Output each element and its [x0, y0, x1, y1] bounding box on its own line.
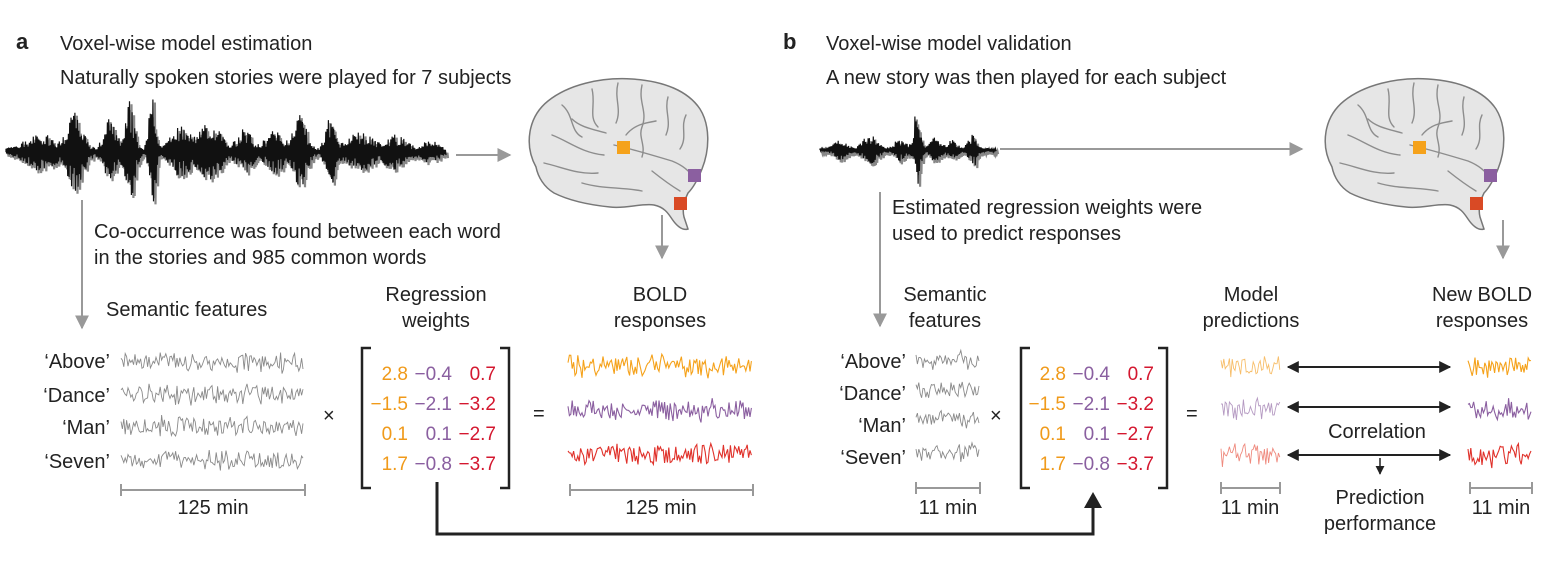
weights-transfer-arrowhead	[1084, 492, 1102, 508]
word-man: ‘Man’	[62, 417, 110, 439]
matrix-b-weight-r3-c1: −0.8	[1072, 454, 1110, 475]
bold-label-1: BOLD	[632, 284, 688, 306]
prediction-label-2: performance	[1323, 513, 1437, 535]
matrix-a-weight-r0-c0: 2.8	[381, 364, 408, 385]
prediction-label-1: Prediction	[1335, 487, 1425, 509]
matrix-brackets-a	[360, 346, 511, 490]
semantic-feature-trace	[120, 414, 304, 437]
prediction-trace-red	[1220, 442, 1281, 468]
model-label-1: Model	[1223, 284, 1279, 306]
newbold-trace-red	[1467, 441, 1532, 469]
word-seven-b: ‘Seven’	[840, 447, 906, 469]
matrix-a-weight-r1-c1: −2.1	[414, 394, 452, 415]
audio-waveform-icon	[5, 99, 450, 205]
scale-label-features-b: 11 min	[918, 497, 978, 519]
matrix-b-weight-r3-c2: −3.7	[1116, 454, 1154, 475]
semantic-feature-trace	[120, 351, 304, 374]
multiply-sign: ×	[323, 405, 335, 427]
prediction-trace-purple	[1220, 396, 1281, 421]
matrix-a-weight-r1-c2: −3.2	[458, 394, 496, 415]
semantic-label-1: Semantic	[903, 284, 987, 306]
bold-label-2: responses	[613, 310, 707, 332]
matrix-b-weight-r2-c2: −2.7	[1116, 424, 1154, 445]
semantic-feature-trace-b	[915, 381, 980, 399]
matrix-b-weight-r0-c0: 2.8	[1039, 364, 1066, 385]
regression-label-2: weights	[402, 310, 470, 332]
matrix-a-weight-r1-c0: −1.5	[370, 394, 408, 415]
scale-bars	[120, 482, 1533, 496]
model-label-2: predictions	[1202, 310, 1300, 332]
matrix-a-weight-r0-c1: −0.4	[414, 364, 452, 385]
bold-trace-red	[567, 441, 752, 467]
correlation-label: Correlation	[1328, 421, 1426, 443]
word-dance: ‘Dance’	[43, 385, 110, 407]
semantic-label-2: features	[908, 310, 982, 332]
cooccurrence-line1: Co-occurrence was found between each wor…	[94, 221, 501, 243]
estimated-line1: Estimated regression weights were	[892, 197, 1203, 219]
prediction-trace-orange	[1220, 356, 1281, 378]
matrix-a-weight-r2-c0: 0.1	[381, 424, 408, 445]
semantic-feature-trace-b	[915, 441, 980, 462]
semantic-feature-trace	[120, 383, 304, 406]
brain-icon	[1324, 77, 1505, 231]
audio-waveform-icon	[819, 116, 1000, 187]
bold-trace-orange	[567, 352, 752, 379]
multiply-sign-b: ×	[990, 405, 1002, 427]
equals-sign-b: =	[1186, 403, 1198, 425]
matrix-a-weight-r2-c1: 0.1	[425, 424, 452, 445]
matrix-b-weight-r0-c2: 0.7	[1127, 364, 1154, 385]
newbold-label-1: New BOLD	[1431, 284, 1533, 306]
word-above: ‘Above’	[44, 351, 110, 373]
scale-label-features: 125 min	[177, 497, 249, 519]
newbold-label-2: responses	[1435, 310, 1529, 332]
weights-transfer-arrow	[435, 482, 1095, 536]
semantic-feature-trace-b	[915, 409, 980, 429]
brain-icon	[528, 77, 709, 231]
equals-sign: =	[533, 403, 545, 425]
word-seven: ‘Seven’	[44, 451, 110, 473]
newbold-trace-purple	[1467, 398, 1532, 422]
cooccurrence-line2: in the stories and 985 common words	[94, 247, 427, 269]
matrix-brackets-b	[1019, 346, 1169, 490]
matrix-b-weight-r1-c2: −3.2	[1116, 394, 1154, 415]
matrix-a-weight-r2-c2: −2.7	[458, 424, 496, 445]
estimated-line2: used to predict responses	[892, 223, 1122, 245]
scale-label-bold: 125 min	[625, 497, 697, 519]
panel-a-title: Voxel-wise model estimation	[60, 33, 313, 55]
word-above-b: ‘Above’	[840, 351, 906, 373]
word-dance-b: ‘Dance’	[839, 383, 906, 405]
panel-b-subtitle: A new story was then played for each sub…	[826, 67, 1227, 89]
matrix-b-weight-r2-c1: 0.1	[1083, 424, 1110, 445]
matrix-a-weight-r0-c2: 0.7	[469, 364, 496, 385]
semantic-feature-trace-b	[915, 348, 980, 370]
panel-b-title: Voxel-wise model validation	[826, 33, 1072, 55]
matrix-a-weight-r3-c2: −3.7	[458, 454, 496, 475]
panel-a-letter: a	[16, 29, 29, 54]
matrix-b-weight-r1-c1: −2.1	[1072, 394, 1110, 415]
regression-label-1: Regression	[385, 284, 487, 306]
semantic-feature-trace	[120, 450, 304, 471]
word-man-b: ‘Man’	[858, 415, 906, 437]
matrix-b-weight-r2-c0: 0.1	[1039, 424, 1066, 445]
panel-a-subtitle: Naturally spoken stories were played for…	[60, 67, 512, 89]
matrix-b-weight-r0-c1: −0.4	[1072, 364, 1110, 385]
matrix-b-weight-r1-c0: −1.5	[1028, 394, 1066, 415]
semantic-features-label: Semantic features	[106, 299, 268, 321]
panel-b-letter: b	[783, 29, 797, 54]
scale-label-model: 11 min	[1220, 497, 1280, 519]
bold-trace-purple	[567, 398, 752, 423]
scale-label-newbold: 11 min	[1471, 497, 1531, 519]
matrix-a-weight-r3-c1: −0.8	[414, 454, 452, 475]
matrix-b-weight-r3-c0: 1.7	[1039, 454, 1066, 475]
newbold-trace-orange	[1467, 356, 1532, 378]
matrix-a-weight-r3-c0: 1.7	[381, 454, 408, 475]
